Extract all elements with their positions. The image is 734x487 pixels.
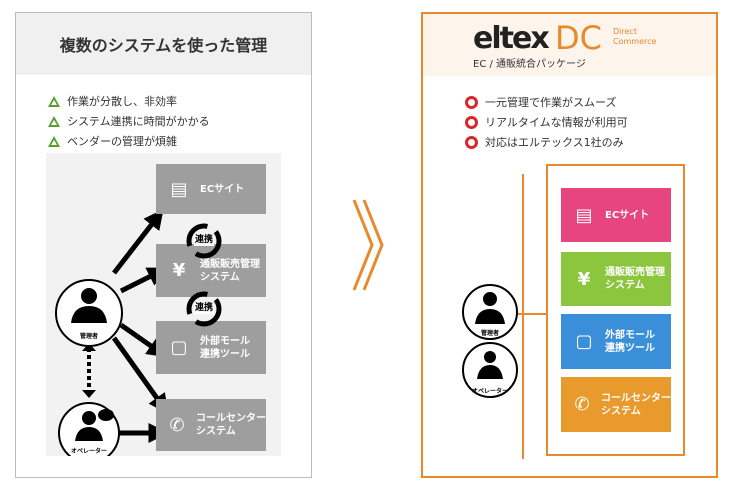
bullet-text: 対応はエルテックス1社のみ xyxy=(485,136,624,149)
system-box-callcenter: ✆ コールセンター システム xyxy=(561,377,671,432)
bullet-item: 一元管理で作業がスムーズ xyxy=(465,92,628,112)
right-bullets: 一元管理で作業がスムーズ リアルタイムな情報が利用可 対応はエルテックス1社のみ xyxy=(465,92,628,152)
system-box-ec: ▤ ECサイト xyxy=(156,164,266,214)
arrows xyxy=(55,209,169,456)
system-label: 通販販売管理 システム xyxy=(200,258,260,283)
system-label: 外部モール 連携ツール xyxy=(200,335,250,360)
bullet-text: ベンダーの管理が煩雑 xyxy=(67,135,177,148)
system-label: ECサイト xyxy=(200,183,245,195)
bullet-text: 作業が分散し、非効率 xyxy=(67,95,177,108)
logo-direct: Direct xyxy=(613,27,637,36)
phone-icon: ✆ xyxy=(574,394,590,415)
system-label: ECサイト xyxy=(605,209,650,221)
bag-icon: ▢ xyxy=(170,337,188,358)
system-box-ec: ▤ ECサイト xyxy=(561,188,671,242)
logo-eltex: eltex xyxy=(473,21,550,56)
bullet-text: 一元管理で作業がスムーズ xyxy=(485,96,617,109)
system-label: 外部モール 連携ツール xyxy=(605,329,655,354)
circle-icon xyxy=(465,95,478,109)
arrow xyxy=(119,322,168,358)
sync-loop-icons xyxy=(186,223,222,327)
system-label: 通販販売管理 システム xyxy=(605,267,665,291)
sync-loop-icon xyxy=(186,291,222,327)
people-and-connector xyxy=(462,174,546,459)
current-state-panel: 複数のシステムを使った管理 作業が分散し、非効率 システム連携に時間がかかる ベ… xyxy=(15,12,312,478)
left-title: 複数のシステムを使った管理 xyxy=(16,13,311,75)
subtitle: EC / 通販統合パッケージ xyxy=(473,59,586,70)
store-icon: ▤ xyxy=(170,178,188,200)
store-icon: ▤ xyxy=(575,204,593,226)
link-label: 連携 xyxy=(194,235,215,246)
yen-icon: ¥ xyxy=(577,268,591,290)
bullet-item: システム連携に時間がかかる xyxy=(48,111,210,131)
logo-dc: DC xyxy=(555,19,602,57)
triangle-icon xyxy=(48,115,60,127)
circle-icon xyxy=(465,135,478,149)
system-label: コールセンター システム xyxy=(196,413,266,437)
chevron-right-icon xyxy=(352,199,384,291)
integrated-package-box xyxy=(546,164,685,456)
triangle-icon xyxy=(48,95,60,107)
logo-header: eltex DC Direct Commerce EC / 通販統合パッケージ xyxy=(423,14,716,76)
system-box-callcenter: ✆ コールセンター システム xyxy=(156,399,266,451)
arrow xyxy=(112,209,164,275)
bullet-text: リアルタイムな情報が利用可 xyxy=(485,116,628,129)
bullet-item: 対応はエルテックス1社のみ xyxy=(465,132,628,152)
system-box-mall: ▢ 外部モール 連携ツール xyxy=(156,321,266,374)
triangle-icon xyxy=(48,135,60,147)
operator-label: オペレーター xyxy=(70,448,107,455)
operator-label: オペレーター xyxy=(471,388,508,395)
sync-loop-icon xyxy=(186,223,222,259)
system-box-order: ¥ 通販販売管理 システム xyxy=(561,252,671,306)
phone-icon: ✆ xyxy=(169,414,185,436)
arrow xyxy=(119,267,168,294)
manager-label: 管理者 xyxy=(79,333,98,340)
arrow xyxy=(111,336,169,415)
bag-icon: ▢ xyxy=(575,331,593,352)
circle-icon xyxy=(465,115,478,129)
yen-icon: ¥ xyxy=(172,260,186,281)
bullet-item: 作業が分散し、非効率 xyxy=(48,91,210,111)
bullet-item: ベンダーの管理が煩雑 xyxy=(48,131,210,151)
bullet-text: システム連携に時間がかかる xyxy=(67,115,210,128)
link-label: 連携 xyxy=(194,303,215,314)
eltex-dc-panel: eltex DC Direct Commerce EC / 通販統合パッケージ … xyxy=(421,12,718,478)
left-bullets: 作業が分散し、非効率 システム連携に時間がかかる ベンダーの管理が煩雑 xyxy=(48,91,210,151)
system-label: コールセンター システム xyxy=(601,392,671,417)
bullet-item: リアルタイムな情報が利用可 xyxy=(465,112,628,132)
system-box-mall: ▢ 外部モール 連携ツール xyxy=(561,314,671,369)
manager-label: 管理者 xyxy=(480,330,499,337)
logo-commerce: Commerce xyxy=(613,37,657,46)
